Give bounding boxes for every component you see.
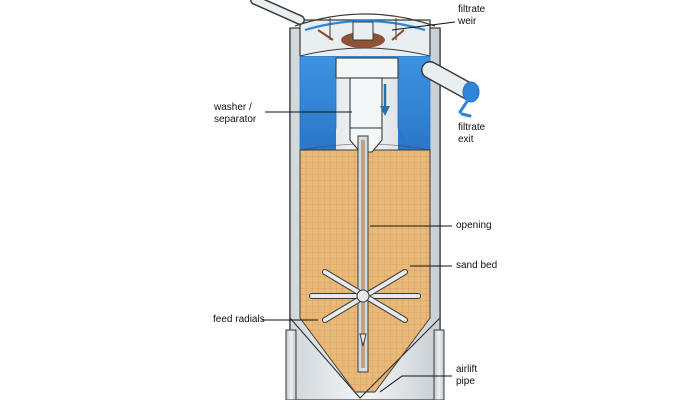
- feed-inlet-pipe: [250, 0, 305, 25]
- label-opening-text: opening: [456, 220, 492, 231]
- callout-lines: [262, 21, 456, 393]
- label-feed-radials: feed radials: [213, 314, 265, 326]
- cone-outline: [289, 317, 441, 399]
- washer-column: [335, 57, 399, 153]
- filtrate-weir: [317, 18, 405, 48]
- airlift-pipe: [357, 135, 369, 373]
- label-feed-radials-text: feed radials: [213, 314, 265, 325]
- label-opening: opening: [456, 220, 492, 232]
- filtrate-exit-pipe: [421, 61, 480, 118]
- label-washer-separator: washer /separator: [214, 102, 256, 126]
- label-washer-separator-text: washer /separator: [214, 102, 257, 125]
- label-sand-bed: sand bed: [456, 260, 497, 272]
- feed-radials: [309, 269, 421, 347]
- label-sand-bed-text: sand bed: [456, 260, 498, 271]
